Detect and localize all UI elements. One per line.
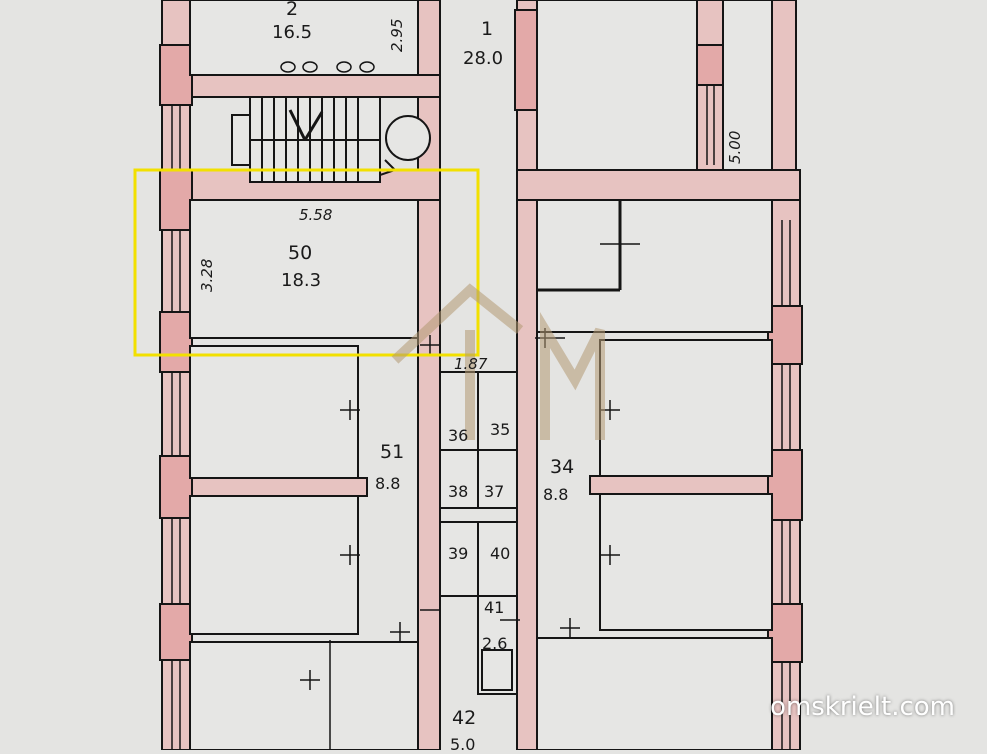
room-38-number: 38 bbox=[448, 484, 468, 500]
dimension-1-87: 1.87 bbox=[454, 357, 487, 372]
room-40-number: 40 bbox=[490, 546, 510, 562]
dimension-5-00: 5.00 bbox=[728, 131, 743, 164]
room-41-area: 2.6 bbox=[482, 636, 507, 652]
dimension-5-58: 5.58 bbox=[299, 208, 332, 223]
room-50-area: 18.3 bbox=[281, 272, 321, 290]
room-51-area: 8.8 bbox=[375, 476, 400, 492]
room-1-number: 1 bbox=[481, 20, 493, 39]
room-37-number: 37 bbox=[484, 484, 504, 500]
room-2-area: 16.5 bbox=[272, 24, 312, 42]
dimension-3-28: 3.28 bbox=[200, 259, 215, 292]
room-34-number: 34 bbox=[550, 458, 574, 477]
room-41-number: 41 bbox=[484, 600, 504, 616]
room-39-number: 39 bbox=[448, 546, 468, 562]
room-2-number: 2 bbox=[286, 0, 298, 19]
room-36-number: 36 bbox=[448, 428, 468, 444]
dimension-2-95: 2.95 bbox=[390, 19, 405, 52]
room-51-number: 51 bbox=[380, 443, 404, 462]
room-50-number: 50 bbox=[288, 244, 312, 263]
room-1-area: 28.0 bbox=[463, 50, 503, 68]
room-42-number: 42 bbox=[452, 709, 476, 728]
room-35-number: 35 bbox=[490, 422, 510, 438]
room-42-area: 5.0 bbox=[450, 737, 475, 753]
room-34-area: 8.8 bbox=[543, 487, 568, 503]
site-watermark: omskrielt.com bbox=[770, 692, 955, 722]
